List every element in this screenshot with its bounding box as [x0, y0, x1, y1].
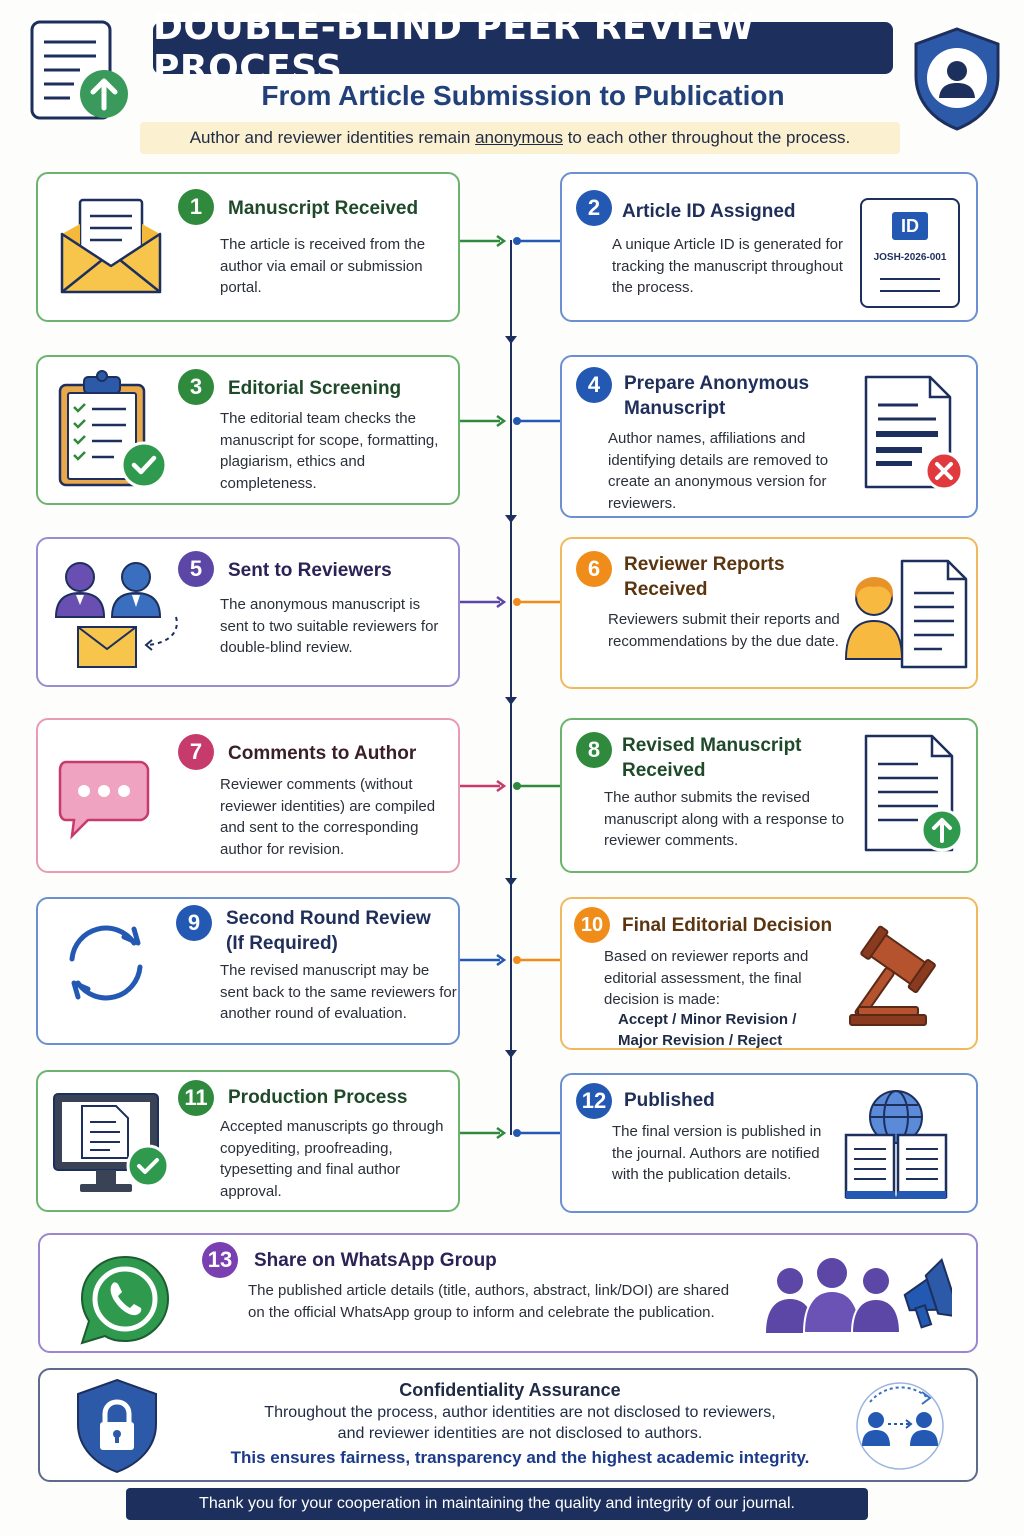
- step-number-badge: 3: [178, 369, 214, 405]
- step-title: Editorial Screening: [228, 378, 402, 399]
- confidentiality-line-2: and reviewer identities are not disclose…: [337, 1425, 703, 1442]
- shield-lock-icon: [74, 1378, 160, 1479]
- checklist-clipboard-icon: [56, 369, 172, 496]
- step-1-card: 1 Manuscript Received The article is rec…: [36, 172, 460, 322]
- note-text-start: Author and reviewer identities remain: [189, 128, 476, 147]
- step-number-badge: 8: [576, 732, 612, 768]
- step-number-badge: 11: [178, 1080, 214, 1116]
- step-description: The revised manuscript may be sent back …: [220, 962, 457, 1022]
- step-description: The anonymous manuscript is sent to two …: [220, 596, 439, 656]
- step-description: The article is received from the author …: [220, 236, 426, 296]
- step-number-badge: 2: [576, 190, 612, 226]
- step-number-badge: 6: [576, 551, 612, 587]
- step-title: Revised Manuscript Received: [622, 735, 802, 781]
- step-description: Accepted manuscripts go through copyedit…: [220, 1118, 444, 1200]
- step-5-card: 5 Sent to Reviewers The anonymous manusc…: [36, 537, 460, 687]
- step-number-badge: 5: [178, 551, 214, 587]
- chat-bubble-icon: [58, 760, 150, 845]
- step-8-card: 8 Revised Manuscript Received The author…: [560, 718, 978, 873]
- globe-book-icon: [844, 1087, 948, 1204]
- id-card-icon: ID JOSH-2026-001: [860, 198, 960, 308]
- step-description: Reviewers submit their reports and recom…: [608, 611, 840, 650]
- note-text-end: to each other throughout the process.: [562, 128, 851, 147]
- step-description: Based on reviewer reports and editorial …: [604, 948, 809, 1008]
- article-id-code: JOSH-2026-001: [873, 252, 947, 263]
- step-description: The published article details (title, au…: [248, 1282, 730, 1321]
- refresh-cycle-icon: [58, 921, 154, 1010]
- anonymous-exchange-icon: [852, 1380, 948, 1477]
- step-title: Final Editorial Decision: [622, 915, 833, 936]
- step-title: Prepare Anonymous Manuscript: [624, 373, 810, 419]
- step-description: Reviewer comments (without reviewer iden…: [220, 776, 436, 858]
- step-title: Published: [624, 1090, 715, 1111]
- step-title: Manuscript Received: [228, 198, 419, 219]
- step-6-card: 6 Reviewer Reports Received Reviewers su…: [560, 537, 978, 689]
- step-3-card: 3 Editorial Screening The editorial team…: [36, 355, 460, 505]
- step-number-badge: 10: [574, 907, 610, 943]
- anonymity-note: Author and reviewer identities remain an…: [140, 122, 900, 154]
- decision-options-line2: Major Revision / Reject: [618, 1032, 783, 1049]
- confidentiality-panel: Confidentiality Assurance Throughout the…: [38, 1368, 978, 1482]
- step-9-card: 9 Second Round Review (If Required) The …: [36, 897, 460, 1045]
- step-10-card: 10 Final Editorial Decision Based on rev…: [560, 897, 978, 1050]
- group-megaphone-icon: [762, 1255, 962, 1344]
- step-2-card: 2 Article ID Assigned A unique Article I…: [560, 172, 978, 322]
- revised-document-upload-icon: [862, 734, 972, 861]
- step-11-card: 11 Production Process Accepted manuscrip…: [36, 1070, 460, 1212]
- step-number-badge: 1: [178, 189, 214, 225]
- gavel-icon: [848, 923, 968, 1034]
- step-title: Production Process: [228, 1087, 408, 1108]
- confidentiality-statement: This ensures fairness, transparency and …: [230, 1448, 810, 1467]
- step-13-card: 13 Share on WhatsApp Group The published…: [38, 1233, 978, 1353]
- step-title: Article ID Assigned: [622, 201, 796, 222]
- page-subtitle: From Article Submission to Publication: [261, 80, 785, 111]
- reviewers-mail-icon: [52, 559, 182, 676]
- footer-banner: Thank you for your cooperation in mainta…: [126, 1488, 868, 1520]
- step-4-card: 4 Prepare Anonymous Manuscript Author na…: [560, 355, 978, 518]
- step-number-badge: 4: [576, 367, 612, 403]
- step-title: Share on WhatsApp Group: [254, 1250, 497, 1271]
- step-12-card: 12 Published The final version is publis…: [560, 1073, 978, 1213]
- step-description: A unique Article ID is generated for tra…: [612, 236, 843, 296]
- whatsapp-icon: [78, 1253, 172, 1352]
- step-number-badge: 7: [178, 734, 214, 770]
- step-number-badge: 9: [176, 905, 212, 941]
- reviewer-report-icon: [842, 559, 972, 676]
- shield-user-icon: [912, 26, 1002, 137]
- step-description: Author names, affiliations and identifyi…: [608, 430, 829, 512]
- monitor-check-icon: [52, 1092, 170, 1205]
- step-number-badge: 12: [576, 1083, 612, 1119]
- id-badge: ID: [892, 212, 928, 240]
- step-7-card: 7 Comments to Author Reviewer comments (…: [36, 718, 460, 873]
- step-number-badge: 13: [202, 1242, 238, 1278]
- envelope-letter-icon: [58, 196, 168, 301]
- decision-options-line1: Accept / Minor Revision /: [618, 1011, 797, 1028]
- step-title: Sent to Reviewers: [228, 560, 392, 581]
- step-description: The editorial team checks the manuscript…: [220, 410, 439, 492]
- note-emphasis: anonymous: [475, 128, 563, 147]
- step-title: Reviewer Reports Received: [624, 554, 785, 600]
- document-upload-icon: [30, 20, 130, 129]
- step-description: The final version is published in the jo…: [612, 1123, 822, 1183]
- confidentiality-title: Confidentiality Assurance: [399, 1380, 621, 1400]
- confidentiality-line-1: Throughout the process, author identitie…: [264, 1404, 776, 1421]
- step-description: The author submits the revised manuscrip…: [604, 789, 845, 849]
- redacted-document-icon: [862, 375, 972, 496]
- step-title: Second Round Review (If Required): [226, 908, 431, 954]
- step-title: Comments to Author: [228, 743, 417, 764]
